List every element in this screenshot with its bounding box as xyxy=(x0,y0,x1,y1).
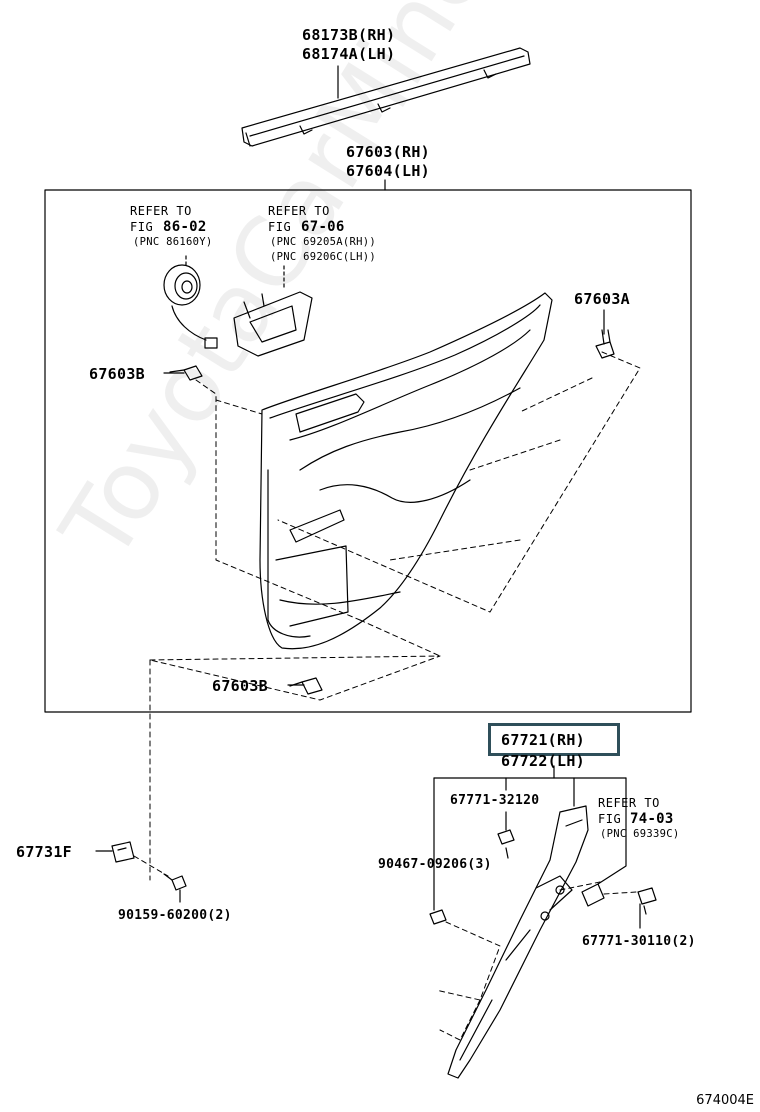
clip-09206-illustration xyxy=(429,909,447,925)
speaker-illustration xyxy=(163,255,218,349)
clip-32120-illustration xyxy=(497,829,515,859)
screw-illustration xyxy=(163,873,187,891)
clip-67603B-top-illustration xyxy=(169,365,203,381)
ref-bracket-line1: REFER TO xyxy=(598,796,660,810)
label-68173B: 68173B(RH) xyxy=(302,26,396,44)
ref-handle-fig-prefix: FIG xyxy=(268,220,292,234)
label-67771-30110: 67771-30110(2) xyxy=(582,934,696,949)
label-90467-09206: 90467-09206(3) xyxy=(378,857,492,872)
diagram-code: 674004E xyxy=(696,1093,754,1108)
clip-67603B-bottom-illustration xyxy=(289,677,323,695)
label-67603B-bottom: 67603B xyxy=(212,677,268,695)
window-molding xyxy=(241,47,531,147)
lower-dashed-lines xyxy=(133,855,637,1041)
ref-handle-pnc-lh: (PNC 69206C(LH)) xyxy=(270,251,376,263)
lower-leader-lines xyxy=(95,765,641,929)
pillar-trim-illustration xyxy=(447,805,589,1079)
ref-speaker-fig-prefix: FIG xyxy=(130,220,154,234)
door-board-box xyxy=(44,189,692,713)
ref-handle-pnc-rh: (PNC 69205A(RH)) xyxy=(270,236,376,248)
ref-handle-line1: REFER TO xyxy=(268,204,330,218)
handle-illustration xyxy=(233,265,313,357)
label-67604: 67604(LH) xyxy=(346,162,430,180)
ref-bracket-fig-prefix: FIG xyxy=(598,812,622,826)
ref-speaker-pnc: (PNC 86160Y) xyxy=(133,236,213,248)
label-67603A: 67603A xyxy=(574,290,630,308)
highlight-67721 xyxy=(488,723,620,756)
ref-handle-fig[interactable]: 67-06 xyxy=(301,219,345,235)
label-67731F: 67731F xyxy=(16,843,72,861)
label-68174A: 68174A(LH) xyxy=(302,45,396,63)
label-67771-32120: 67771-32120 xyxy=(450,793,540,808)
ref-speaker-fig[interactable]: 86-02 xyxy=(163,219,207,235)
clip-30110-illustration xyxy=(637,887,657,915)
door-board-illustration xyxy=(259,292,553,650)
label-90159-60200: 90159-60200(2) xyxy=(118,908,232,923)
ref-speaker-line1: REFER TO xyxy=(130,204,192,218)
clip-67603A-illustration xyxy=(595,329,615,359)
cover-67731F-illustration xyxy=(111,841,135,863)
installation-dashed-lines xyxy=(149,351,641,881)
label-67603B-top: 67603B xyxy=(89,365,145,383)
label-67722: 67722(LH) xyxy=(501,752,585,770)
ref-bracket-fig[interactable]: 74-03 xyxy=(630,811,674,827)
bracket-patch xyxy=(581,883,605,907)
ref-bracket-pnc: (PNC 69339C) xyxy=(600,828,680,840)
label-67603: 67603(RH) xyxy=(346,143,430,161)
label-67721[interactable]: 67721(RH) xyxy=(501,731,585,749)
